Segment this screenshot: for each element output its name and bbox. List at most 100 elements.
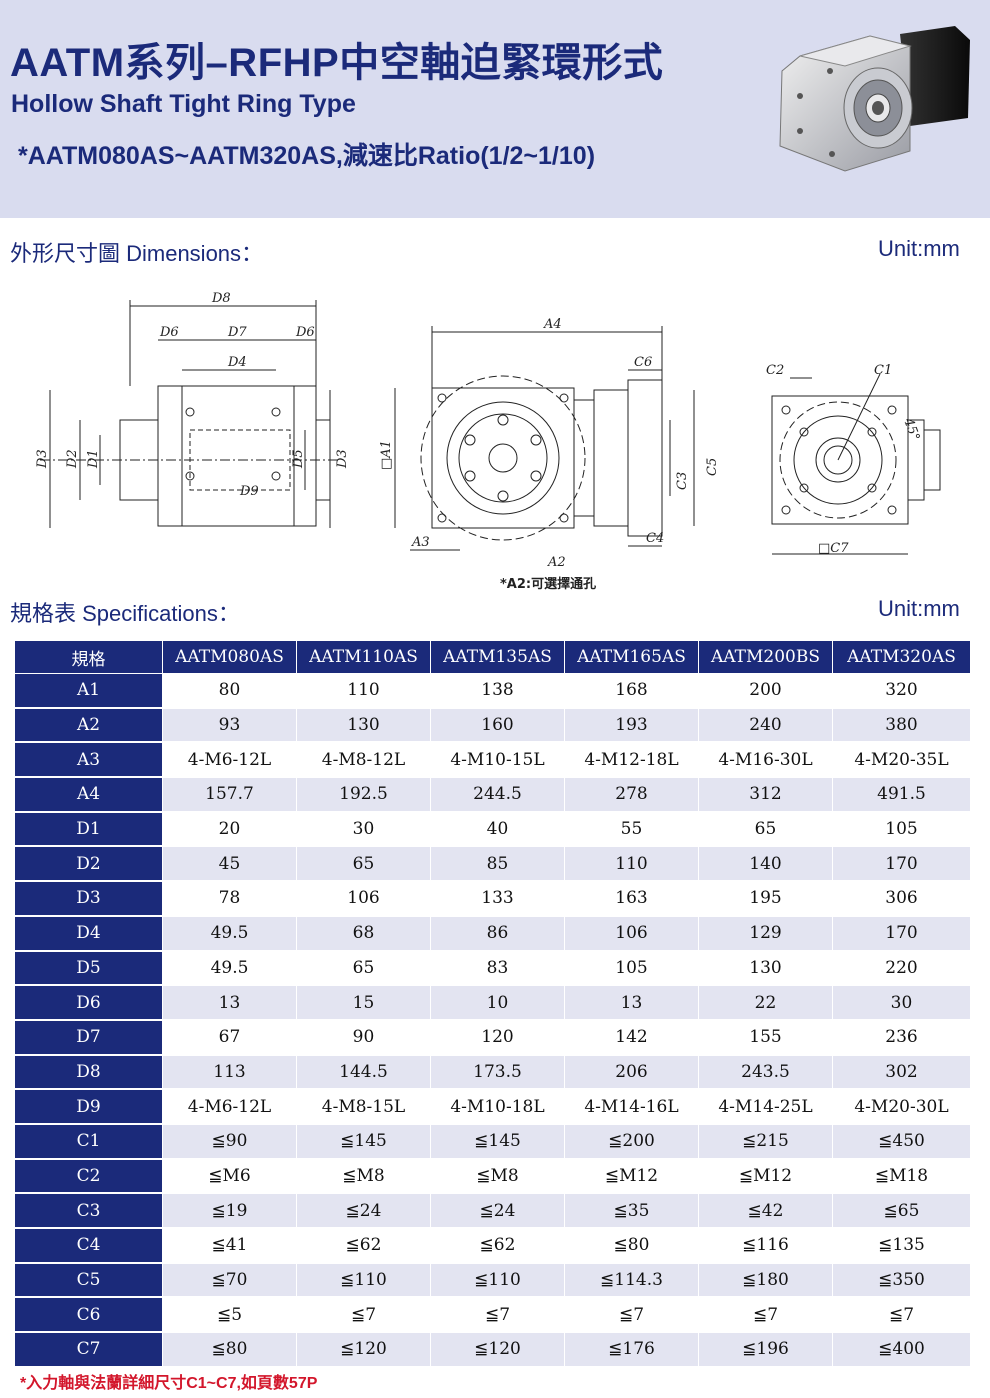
label-c4: C4	[646, 531, 664, 546]
table-cell: 110	[296, 673, 431, 709]
front-view-drawing	[394, 326, 695, 551]
table-cell: ≦62	[296, 1228, 431, 1264]
row-header-cell: C2	[14, 1158, 163, 1195]
table-row: C6≦5≦7≦7≦7≦7≦7	[14, 1297, 971, 1334]
table-cell: 4-M20-30L	[832, 1089, 971, 1125]
table-cell: 243.5	[698, 1054, 833, 1091]
table-cell: 4-M10-15L	[430, 742, 565, 779]
table-cell: ≦M12	[564, 1158, 699, 1195]
row-header-cell: D1	[14, 811, 163, 848]
table-cell: 157.7	[162, 777, 297, 813]
table-cell: ≦7	[564, 1297, 699, 1334]
model-range: *AATM080AS~AATM320AS,減速比Ratio(1/2~1/10)	[18, 142, 596, 170]
table-cell: ≦90	[162, 1123, 297, 1160]
rear-view-drawing	[771, 373, 941, 555]
label-c5: C5	[705, 458, 720, 476]
table-cell: ≦145	[430, 1123, 565, 1160]
table-cell: ≦5	[162, 1297, 297, 1334]
table-cell: 4-M6-12L	[162, 742, 297, 779]
table-cell: ≦80	[564, 1228, 699, 1264]
table-cell: ≦180	[698, 1262, 833, 1299]
table-cell: 45	[162, 846, 297, 883]
table-cell: 65	[296, 846, 431, 883]
table-cell: 163	[564, 881, 699, 917]
page-header: AATM系列–RFHP中空軸迫緊環形式 Hollow Shaft Tight R…	[0, 0, 990, 218]
table-cell: 4-M6-12L	[162, 1089, 297, 1125]
table-cell: 49.5	[162, 950, 297, 987]
table-cell: 138	[430, 673, 565, 709]
table-header-row: 規格 AATM080AS AATM110AS AATM135AS AATM165…	[14, 640, 971, 674]
table-cell: ≦7	[430, 1297, 565, 1334]
table-cell: 312	[698, 777, 833, 813]
table-cell: 105	[832, 811, 971, 848]
table-cell: 140	[698, 846, 833, 883]
spec-table: 規格 AATM080AS AATM110AS AATM135AS AATM165…	[14, 640, 971, 1368]
table-cell: ≦M8	[430, 1158, 565, 1195]
table-cell: 13	[162, 985, 297, 1021]
row-header-cell: D7	[14, 1019, 163, 1056]
table-cell: 170	[832, 846, 971, 883]
row-header-cell: A3	[14, 742, 163, 779]
table-cell: ≦176	[564, 1332, 699, 1368]
table-cell: 200	[698, 673, 833, 709]
label-d6-right: D6	[295, 325, 315, 340]
table-cell: 4-M14-16L	[564, 1089, 699, 1125]
table-cell: 113	[162, 1054, 297, 1091]
table-cell: 13	[564, 985, 699, 1021]
label-c1: C1	[874, 363, 892, 378]
label-c6: C6	[634, 355, 652, 370]
header-cell: AATM080AS	[162, 640, 297, 674]
table-cell: ≦196	[698, 1332, 833, 1368]
table-cell: ≦135	[832, 1228, 971, 1264]
row-header-cell: A2	[14, 707, 163, 744]
table-cell: 40	[430, 811, 565, 848]
table-cell: 129	[698, 915, 833, 952]
table-cell: ≦42	[698, 1193, 833, 1229]
table-cell: ≦114.3	[564, 1262, 699, 1299]
table-row: C3≦19≦24≦24≦35≦42≦65	[14, 1193, 971, 1229]
label-c3: C3	[675, 472, 690, 490]
row-header-cell: C4	[14, 1228, 163, 1264]
row-header-cell: A4	[14, 777, 163, 813]
table-cell: 236	[832, 1019, 971, 1056]
table-cell: 302	[832, 1054, 971, 1091]
table-cell: ≦41	[162, 1228, 297, 1264]
table-cell: 306	[832, 881, 971, 917]
table-cell: ≦215	[698, 1123, 833, 1160]
table-cell: 4-M10-18L	[430, 1089, 565, 1125]
table-cell: 105	[564, 950, 699, 987]
table-cell: ≦19	[162, 1193, 297, 1229]
label-d9: D9	[239, 484, 259, 499]
table-cell: 120	[430, 1019, 565, 1056]
table-cell: 93	[162, 707, 297, 744]
table-cell: 78	[162, 881, 297, 917]
table-cell: 90	[296, 1019, 431, 1056]
table-cell: 155	[698, 1019, 833, 1056]
table-cell: 4-M14-25L	[698, 1089, 833, 1125]
table-cell: 170	[832, 915, 971, 952]
label-d5: D5	[291, 449, 306, 469]
table-cell: 4-M16-30L	[698, 742, 833, 779]
dimensions-unit: Unit:mm	[878, 236, 960, 261]
table-cell: 15	[296, 985, 431, 1021]
label-c2: C2	[766, 363, 784, 378]
row-header-cell: D2	[14, 846, 163, 883]
table-cell: 65	[296, 950, 431, 987]
table-cell: 206	[564, 1054, 699, 1091]
table-cell: ≦M6	[162, 1158, 297, 1195]
table-cell: 67	[162, 1019, 297, 1056]
row-header-cell: D8	[14, 1054, 163, 1091]
label-a2-note: *A2:可選擇通孔	[500, 576, 596, 592]
table-cell: ≦350	[832, 1262, 971, 1299]
table-cell: ≦450	[832, 1123, 971, 1160]
table-cell: ≦7	[296, 1297, 431, 1334]
table-cell: ≦7	[698, 1297, 833, 1334]
row-header-cell: C7	[14, 1332, 163, 1368]
row-header-cell: C6	[14, 1297, 163, 1334]
label-d3-right: D3	[335, 449, 350, 469]
